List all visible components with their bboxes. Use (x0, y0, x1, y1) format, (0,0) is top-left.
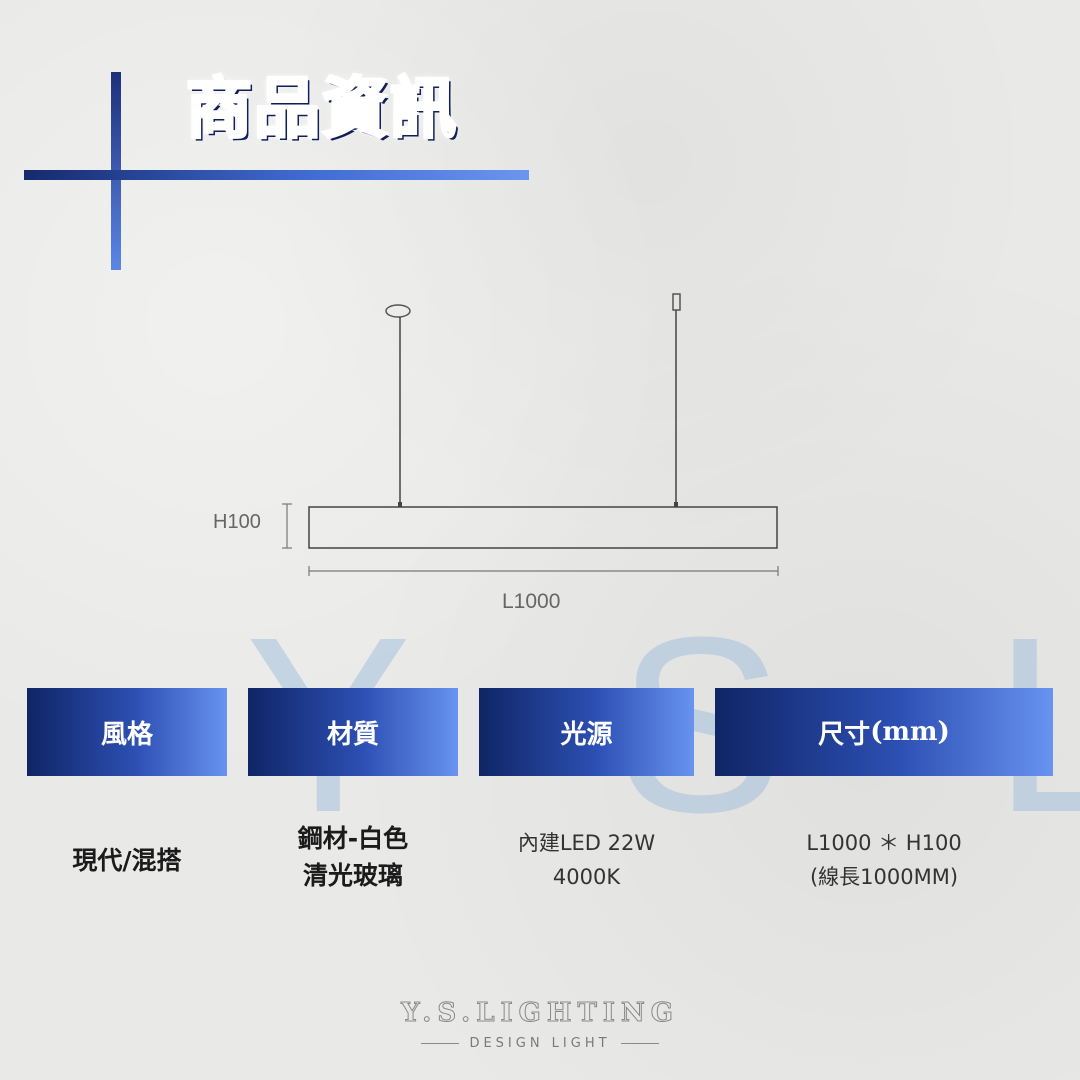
tagline-divider-right (620, 1043, 659, 1044)
header-light-source: 光源 (479, 688, 694, 776)
header-size-unit: (mm) (870, 717, 950, 747)
header-style: 風格 (27, 688, 227, 776)
left-canopy (385, 304, 411, 318)
product-dimension-drawing (282, 293, 779, 576)
accent-horizontal-line (24, 170, 529, 180)
left-wire-clip (398, 502, 402, 507)
length-dimension-label: L1000 (502, 590, 561, 613)
value-style-text: 現代/混搭 (72, 846, 182, 875)
right-wire-clip (674, 502, 678, 507)
value-material-line2: 清光玻璃 (302, 861, 403, 890)
value-light-line1: 內建LED 22W (517, 831, 656, 855)
brand-logo-text: Y.S.LIGHTING (401, 998, 679, 1029)
lamp-body (308, 506, 778, 549)
header-material-label: 材質 (326, 719, 379, 750)
height-dimension-label: H100 (213, 511, 261, 533)
brand-tagline: DESIGN LIGHT (469, 1036, 611, 1051)
right-canopy (672, 293, 681, 311)
value-light-line2: 4000K (552, 865, 621, 889)
brand-tagline-row: DESIGN LIGHT (0, 1036, 1080, 1051)
value-light-source: 內建LED 22W 4000K (479, 826, 694, 894)
header-style-label: 風格 (100, 719, 153, 750)
header-light-label: 光源 (560, 719, 613, 750)
header-material: 材質 (248, 688, 458, 776)
value-size-line2: (線長1000MM) (809, 865, 959, 889)
value-style: 現代/混搭 (27, 842, 227, 879)
header-size: 尺寸(mm) (715, 688, 1053, 776)
value-material: 鋼材-白色 清光玻璃 (248, 820, 458, 894)
page-title: 商品資訊 (185, 70, 458, 147)
header-size-label: 尺寸 (818, 719, 871, 750)
value-size: L1000 ＊ H100 (線長1000MM) (715, 826, 1053, 894)
value-material-line1: 鋼材-白色 (297, 824, 409, 853)
value-size-line1: L1000 ＊ H100 (806, 831, 962, 855)
tagline-divider-left (421, 1043, 460, 1044)
